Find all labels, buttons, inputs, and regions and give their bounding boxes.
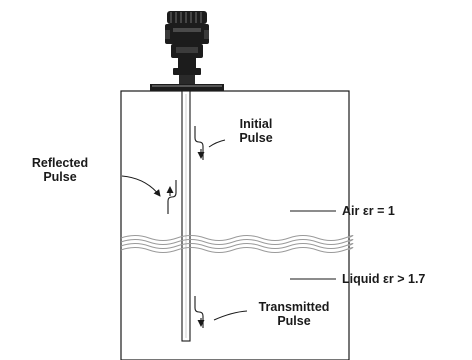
initial-pulse-label-line2: Pulse <box>239 131 273 145</box>
reflected-pulse-waveform <box>166 180 177 214</box>
initial-pulse-leader <box>208 139 226 148</box>
air-dielectric-label: Air εr = 1 <box>342 204 395 218</box>
liquid-surface <box>120 235 354 253</box>
initial-pulse-label: Initial Pulse <box>230 117 282 145</box>
reflected-pulse-label: Reflected Pulse <box>4 156 116 184</box>
transmitted-pulse-leader <box>213 310 248 321</box>
reflected-pulse-leader <box>121 175 161 197</box>
transmitted-pulse-waveform <box>194 296 205 328</box>
reflected-pulse-label-line1: Reflected <box>31 156 89 170</box>
radar-level-transmitter-icon <box>150 11 224 91</box>
reflected-pulse-label-line2: Pulse <box>43 170 77 184</box>
initial-pulse-label-line1: Initial <box>239 117 273 131</box>
transmitted-pulse-label-line1: Transmitted <box>258 300 330 314</box>
transmitted-pulse-label: Transmitted Pulse <box>248 300 340 328</box>
initial-pulse-waveform <box>194 126 205 160</box>
guided-wave-probe-icon <box>181 90 191 342</box>
liquid-dielectric-label: Liquid εr > 1.7 <box>342 272 426 286</box>
tank-outline <box>120 90 350 360</box>
transmitted-pulse-label-line2: Pulse <box>277 314 311 328</box>
